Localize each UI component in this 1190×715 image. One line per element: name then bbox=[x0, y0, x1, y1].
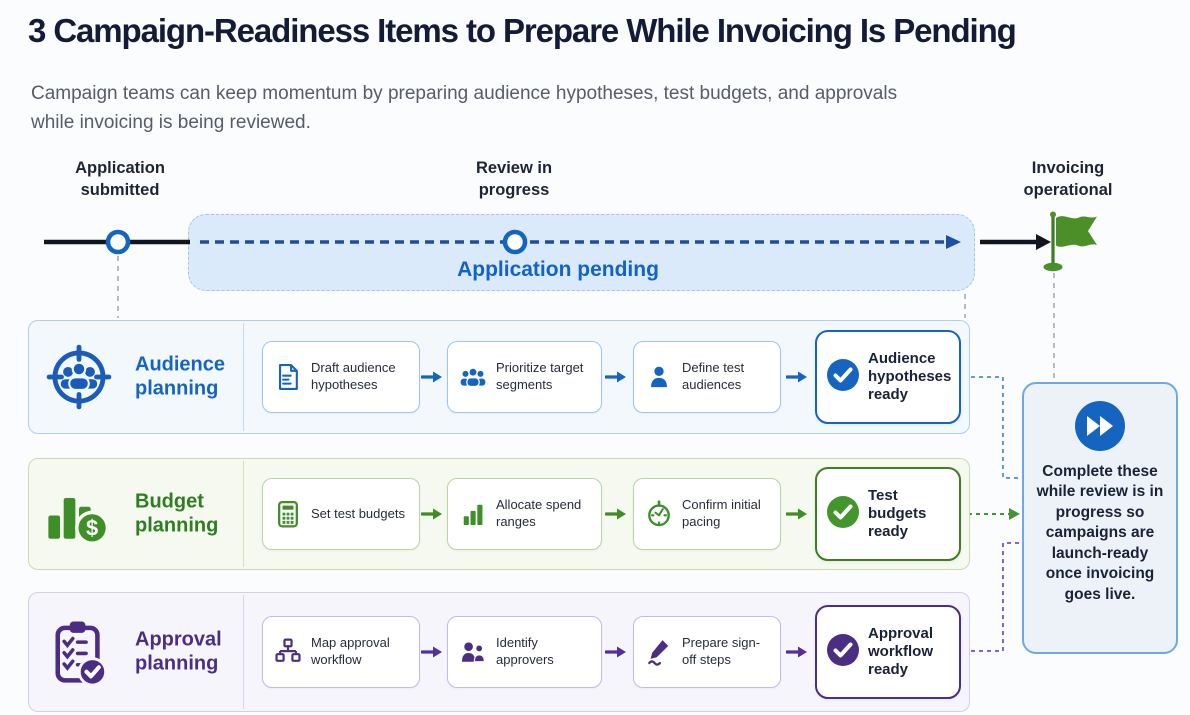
milestone-application-submitted: Application submitted bbox=[75, 159, 165, 200]
people-group-icon bbox=[458, 362, 488, 392]
fast-forward-icon bbox=[1074, 400, 1126, 452]
approval-clipboard-icon bbox=[43, 616, 115, 688]
page-subtitle: Campaign teams can keep momentum by prep… bbox=[31, 83, 898, 133]
step-card-confirm-pacing: Confirm initial pacing bbox=[633, 478, 781, 550]
milestone-review-in-progress: Review in progress bbox=[475, 159, 553, 200]
page-title: 3 Campaign-Readiness Items to Prepare Wh… bbox=[28, 12, 1017, 49]
outcome-label: Approval workflow ready bbox=[868, 624, 934, 679]
lane-approval-planning: Approval planning Map approval workflow bbox=[28, 592, 970, 712]
step-card-prioritize-segments: Prioritize target segments bbox=[447, 341, 602, 413]
connector-audience bbox=[963, 376, 1020, 479]
bar-chart-icon bbox=[458, 499, 488, 529]
node-review-in-progress bbox=[502, 229, 528, 255]
svg-text:$: $ bbox=[86, 515, 98, 540]
outcome-card-audience: Audience hypotheses ready bbox=[815, 330, 961, 424]
application-pending-band bbox=[188, 214, 975, 291]
timeline-dashed-arrowhead bbox=[946, 235, 961, 249]
step-card-signoff-steps: Prepare sign-off steps bbox=[633, 616, 781, 688]
check-circle-icon bbox=[825, 357, 861, 398]
connector-budget bbox=[968, 508, 1020, 520]
step-label: Allocate spend ranges bbox=[496, 497, 582, 529]
flag-icon bbox=[1043, 211, 1097, 272]
lane-audience-planning: Audience planning Draft audience hypothe… bbox=[28, 320, 970, 434]
arrow-right-icon bbox=[605, 644, 627, 660]
step-label: Prepare sign-off steps bbox=[682, 635, 761, 667]
step-label: Map approval workflow bbox=[311, 635, 390, 667]
arrow-right-icon bbox=[786, 369, 808, 385]
side-note-panel: Complete these while review is in progre… bbox=[1022, 382, 1178, 654]
lane-title-audience: Audience planning bbox=[135, 353, 226, 400]
audience-target-icon bbox=[43, 341, 115, 413]
connector-approval bbox=[963, 542, 1020, 652]
dashed-guide-lines bbox=[117, 256, 1055, 380]
budget-bars-dollar-icon: $ bbox=[43, 478, 115, 550]
lane-title-budget: Budget planning bbox=[135, 490, 219, 537]
arrow-right-icon bbox=[421, 644, 443, 660]
arrow-right-icon bbox=[786, 644, 808, 660]
arrow-right-icon bbox=[421, 369, 443, 385]
step-card-map-workflow: Map approval workflow bbox=[262, 616, 420, 688]
step-label: Draft audience hypotheses bbox=[311, 360, 396, 392]
step-card-draft-hypotheses: Draft audience hypotheses bbox=[262, 341, 420, 413]
arrow-right-icon bbox=[786, 506, 808, 522]
outcome-card-budget: Test budgets ready bbox=[815, 467, 961, 561]
outcome-label: Test budgets ready bbox=[868, 486, 927, 541]
step-label: Identify approvers bbox=[496, 635, 554, 667]
org-chart-icon bbox=[273, 637, 303, 667]
arrow-right-icon bbox=[421, 506, 443, 522]
step-label: Set test budgets bbox=[311, 505, 405, 521]
arrow-right-icon bbox=[605, 369, 627, 385]
document-icon bbox=[273, 362, 303, 392]
check-circle-icon bbox=[825, 494, 861, 535]
side-note-text: Complete these while review is in progre… bbox=[1036, 463, 1164, 603]
step-card-define-audiences: Define test audiences bbox=[633, 341, 781, 413]
step-card-allocate-ranges: Allocate spend ranges bbox=[447, 478, 602, 550]
step-label: Define test audiences bbox=[682, 360, 745, 392]
check-circle-icon bbox=[825, 632, 861, 673]
application-pending-label: Application pending bbox=[457, 258, 659, 281]
arrow-right-icon bbox=[605, 506, 627, 522]
two-people-icon bbox=[458, 637, 488, 667]
node-application-submitted bbox=[105, 229, 131, 255]
timeline-black-arrowhead bbox=[1036, 234, 1051, 250]
stopwatch-icon bbox=[644, 499, 674, 529]
step-label: Confirm initial pacing bbox=[682, 497, 761, 529]
step-card-set-budgets: Set test budgets bbox=[262, 478, 420, 550]
milestone-invoicing-operational: Invoicing operational bbox=[1023, 159, 1113, 200]
outcome-label: Audience hypotheses ready bbox=[868, 349, 952, 404]
lane-title-approval: Approval planning bbox=[135, 628, 222, 675]
pen-signature-icon bbox=[644, 637, 674, 667]
step-card-identify-approvers: Identify approvers bbox=[447, 616, 602, 688]
person-icon bbox=[644, 362, 674, 392]
lane-budget-planning: $ Budget planning Set test budgets bbox=[28, 458, 970, 570]
outcome-card-approval: Approval workflow ready bbox=[815, 605, 961, 699]
step-label: Prioritize target segments bbox=[496, 360, 584, 392]
calculator-icon bbox=[273, 499, 303, 529]
